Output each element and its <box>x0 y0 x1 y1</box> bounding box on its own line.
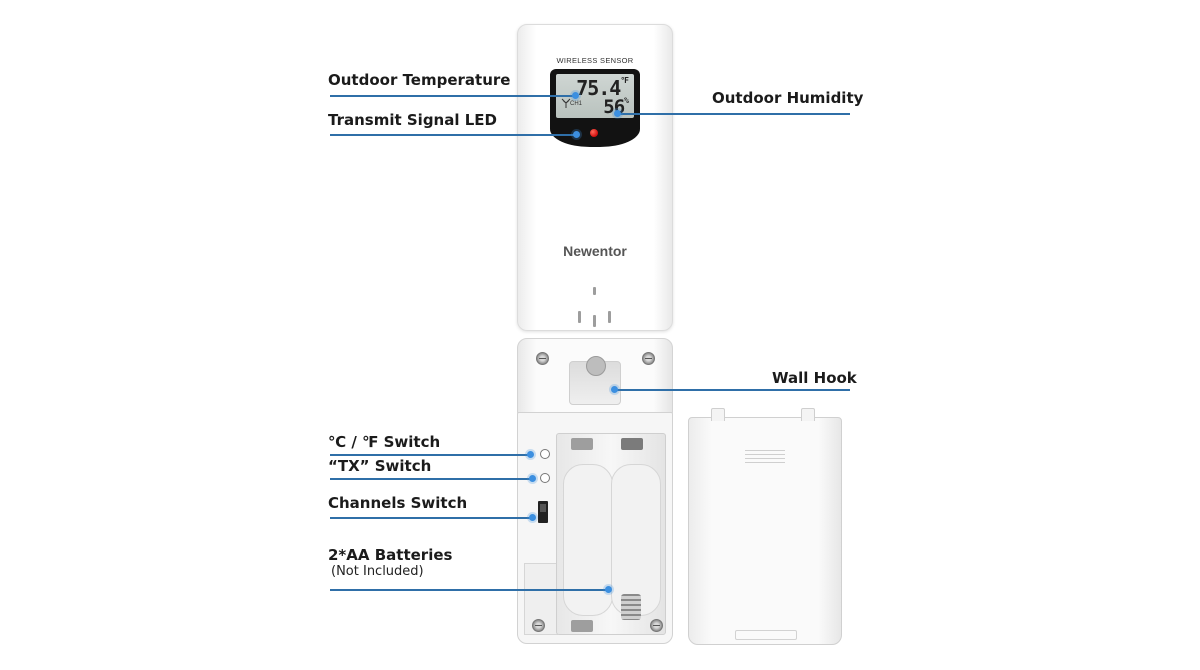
callout-dot <box>611 386 618 393</box>
panel-title: WIRELESS SENSOR <box>556 56 634 65</box>
callout-dot <box>527 451 534 458</box>
callout-dot <box>529 475 536 482</box>
callout-line <box>615 389 850 391</box>
callout-line <box>330 589 608 591</box>
screw-icon <box>650 619 663 632</box>
label-tx-switch: “TX” Switch <box>328 457 432 475</box>
brand-logo: Newentor <box>563 243 627 259</box>
battery-slot <box>611 464 661 616</box>
battery-compartment <box>517 412 673 644</box>
vent-slot <box>578 311 581 323</box>
label-transmit-signal-led: Transmit Signal LED <box>328 111 497 129</box>
lcd-display: CH1 75.4°F 56% <box>556 74 634 118</box>
callout-dot <box>529 514 536 521</box>
screw-icon <box>532 619 545 632</box>
sensor-front: WIRELESS SENSOR CH1 75.4°F 56% Newentor <box>517 24 673 331</box>
label-wall-hook: Wall Hook <box>772 369 857 387</box>
callout-line <box>330 95 575 97</box>
label-unit-switch: ℃ / ℉ Switch <box>328 433 441 451</box>
channel-indicator: CH1 <box>570 101 583 107</box>
hook-slot <box>586 356 606 376</box>
callout-line <box>618 113 850 115</box>
vent-slot <box>608 311 611 323</box>
cover-tab <box>711 408 725 421</box>
lcd-humidity-unit: % <box>624 96 629 105</box>
cover-tab <box>801 408 815 421</box>
tx-switch-button[interactable] <box>540 473 550 483</box>
battery-slot <box>563 464 613 616</box>
screw-icon <box>642 352 655 365</box>
battery-contact <box>571 620 593 632</box>
cover-foot <box>735 630 797 640</box>
cover-grip <box>745 450 785 464</box>
label-outdoor-temperature: Outdoor Temperature <box>328 71 511 89</box>
callout-dot <box>614 110 621 117</box>
lcd-temperature-value: 75.4 <box>576 76 621 100</box>
channel-slide-switch[interactable] <box>538 501 548 523</box>
battery-spring <box>621 594 641 620</box>
callout-line <box>330 478 532 480</box>
lcd-temperature-unit: °F <box>620 76 629 85</box>
vent-slot <box>593 315 596 327</box>
battery-bay-inner <box>556 433 666 635</box>
callout-dot <box>572 92 579 99</box>
callout-line <box>330 454 530 456</box>
callout-dot <box>573 131 580 138</box>
lcd-bezel: CH1 75.4°F 56% <box>550 69 640 147</box>
screw-icon <box>536 352 549 365</box>
battery-cover <box>688 408 842 645</box>
battery-contact <box>621 438 643 450</box>
wall-hook-housing <box>517 338 673 414</box>
label-batteries-note: (Not Included) <box>331 564 424 579</box>
lcd-temperature: 75.4°F <box>576 76 629 100</box>
label-outdoor-humidity: Outdoor Humidity <box>712 89 864 107</box>
battery-contact <box>571 438 593 450</box>
slide-switch-knob <box>540 504 546 512</box>
signal-antenna-icon <box>561 98 571 108</box>
unit-switch-button[interactable] <box>540 449 550 459</box>
callout-line <box>330 134 576 136</box>
wall-hook <box>569 356 621 405</box>
transmit-led <box>590 129 598 137</box>
label-batteries: 2*AA Batteries <box>328 546 453 564</box>
vent-slot <box>593 287 596 295</box>
callout-line <box>330 517 532 519</box>
label-channels-switch: Channels Switch <box>328 494 468 512</box>
callout-dot <box>605 586 612 593</box>
